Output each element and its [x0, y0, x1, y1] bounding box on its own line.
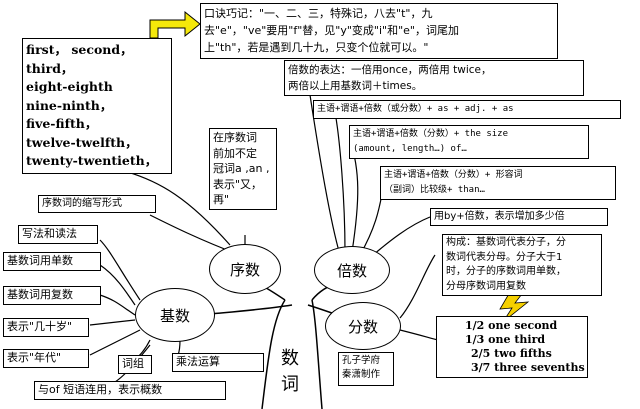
trunk-label: 数 词: [278, 346, 302, 398]
cardinal-phrase: 词组: [118, 355, 152, 374]
cardinal-multiplication: 乘法运算: [172, 353, 264, 372]
node-ordinal-label: 序数: [229, 260, 260, 279]
ordinal-example: five-fifth，: [26, 116, 98, 131]
trunk-char: 词: [281, 374, 299, 395]
pattern-line: 主语+谓语+倍数（分数）+ 形容词: [384, 170, 523, 180]
multiple-expression-line: 倍数的表达：一倍用once，两倍用 twice，: [288, 64, 492, 76]
trunk-char: 数: [281, 348, 299, 369]
credit-box: 孔子学府 秦潇制作: [338, 352, 394, 386]
multiple-expression-box: 倍数的表达：一倍用once，两倍用 twice， 两倍以上用基数词＋times。: [284, 60, 584, 96]
credit-line: 孔子学府: [342, 355, 381, 366]
ordinal-note-line: 表示"又，: [213, 177, 263, 191]
fraction-rule-box: 构成：基数词代表分子，分 数词代表分母。分子大于1 时，分子的序数词用单数， 分…: [442, 234, 602, 296]
ordinal-example: twenty-twentieth，: [26, 153, 158, 168]
fraction-rule-line: 构成：基数词代表分子，分: [446, 237, 566, 248]
node-fraction-label: 分数: [347, 317, 378, 336]
pattern-comparative-than: 主语+谓语+倍数（分数）+ 形容词 （副词）比较级+ than…: [380, 166, 616, 200]
cardinal-decades: 表示"年代": [3, 349, 89, 368]
ordinal-note-line: 再": [213, 193, 230, 206]
pattern-line: （副词）比较级+ than…: [384, 185, 485, 195]
mnemonic-line: 去"e"，"ve"要用"f"替，见"y"变成"i"和"e"，词尾加: [204, 24, 459, 37]
ordinal-example: nine-ninth，: [26, 97, 113, 113]
fraction-example: 2/5 two fifths: [471, 347, 552, 360]
fraction-example: 1/3 one third: [465, 333, 546, 346]
ordinal-example: first， second，: [26, 42, 133, 57]
mnemonic-line: 口诀巧记："一、二、三，特殊记，八去"t"，九: [204, 7, 433, 20]
mnemonic-line: 上"th"，若是遇到几十九，只变个位就可以。": [204, 41, 429, 54]
mnemonic-box: 口诀巧记："一、二、三，特殊记，八去"t"，九 去"e"，"ve"要用"f"替，…: [200, 3, 558, 59]
ordinal-note-line: 前加不定: [213, 146, 257, 160]
ordinal-example: twelve-twelfth，: [26, 134, 138, 150]
node-multiple: 倍数: [314, 246, 390, 294]
ordinal-note-line: 在序数词: [213, 131, 257, 144]
credit-line: 秦潇制作: [342, 369, 381, 380]
ordinal-example: eight-eighth: [26, 79, 113, 94]
multiple-expression-line: 两倍以上用基数词＋times。: [288, 80, 423, 92]
ordinal-example: third，: [26, 60, 74, 76]
node-multiple-label: 倍数: [336, 261, 367, 280]
node-cardinal-label: 基数: [159, 306, 190, 325]
node-cardinal: 基数: [135, 288, 215, 342]
node-fraction: 分数: [325, 302, 401, 350]
pattern-by-multiple: 用by+倍数，表示增加多少倍: [430, 208, 608, 226]
cardinal-singular: 基数词用单数: [3, 252, 101, 271]
fraction-rule-line: 时，分子的序数词用单数，: [446, 266, 566, 277]
pattern-line: 主语+谓语+倍数（分数）+ the size: [353, 129, 509, 139]
cardinal-age-dozens: 表示"几十岁": [3, 318, 89, 337]
pattern-the-size-of: 主语+谓语+倍数（分数）+ the size (amount, length…)…: [349, 125, 589, 159]
cardinal-plural: 基数词用复数: [3, 286, 101, 305]
fraction-rule-line: 数词代表分母。分子大于1: [446, 251, 563, 263]
cardinal-writing-reading: 写法和读法: [18, 225, 98, 244]
pattern-as-adj-as: 主语+谓语+倍数（或分数）+ as + adj. + as: [313, 100, 621, 119]
ordinal-examples-box: first， second， third， eight-eighth nine-…: [22, 38, 172, 174]
fraction-example: 1/2 one second: [465, 319, 558, 332]
fraction-examples-box: 1/2 one second 1/3 one third 2/5 two fif…: [436, 316, 588, 378]
ordinal-abbrev-label: 序数词的缩写形式: [38, 195, 156, 213]
node-ordinal: 序数: [209, 244, 281, 294]
arrow-icon: [149, 10, 201, 39]
fraction-rule-line: 分母序数词用复数: [446, 280, 526, 292]
fraction-example: 3/7 three sevenths: [471, 361, 585, 374]
ordinal-note-box: 在序数词 前加不定 冠词a ,an , 表示"又， 再": [209, 128, 277, 210]
pattern-line: (amount, length…) of…: [353, 144, 467, 154]
cardinal-with-of: 与of 短语连用，表示概数: [34, 381, 226, 400]
ordinal-note-line: 冠词a ,an ,: [213, 162, 270, 175]
